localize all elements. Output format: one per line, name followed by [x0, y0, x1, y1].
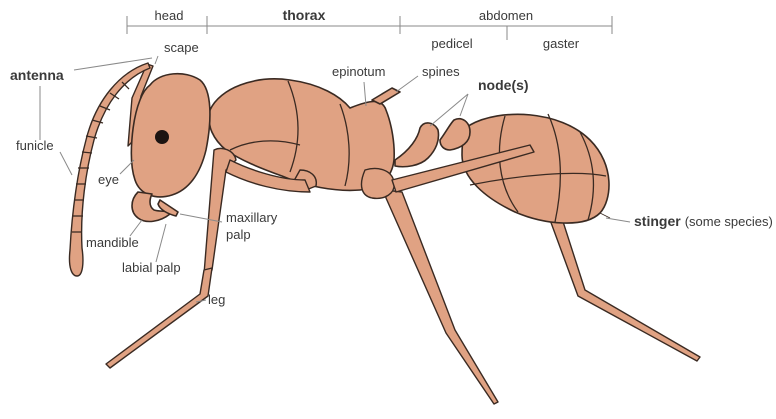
- label-spines: spines: [422, 64, 460, 79]
- label-mandible: mandible: [86, 235, 139, 250]
- label-leg: leg: [208, 292, 225, 307]
- head-shape: [131, 74, 210, 222]
- label-nodes: node(s): [478, 77, 529, 93]
- label-labial-palp: labial palp: [122, 260, 181, 275]
- label-pedicel: pedicel: [431, 36, 472, 51]
- label-scape: scape: [164, 40, 199, 55]
- label-gaster: gaster: [543, 36, 580, 51]
- label-epinotum: epinotum: [332, 64, 385, 79]
- label-stinger: stinger: [634, 213, 681, 229]
- label-stinger-note: (some species): [685, 214, 773, 229]
- label-maxillary: maxillary: [226, 210, 278, 225]
- label-head: head: [155, 8, 184, 23]
- label-funicle: funicle: [16, 138, 54, 153]
- eye-icon: [155, 130, 169, 144]
- label-stinger-line: stinger (some species): [634, 213, 773, 229]
- label-thorax: thorax: [283, 7, 326, 23]
- label-abdomen: abdomen: [479, 8, 533, 23]
- petiole-nodes: [395, 119, 470, 167]
- label-antenna: antenna: [10, 67, 64, 83]
- label-eye: eye: [98, 172, 119, 187]
- segment-bracket: [127, 16, 612, 40]
- label-palp: palp: [226, 227, 251, 242]
- gaster-shape: [462, 114, 610, 223]
